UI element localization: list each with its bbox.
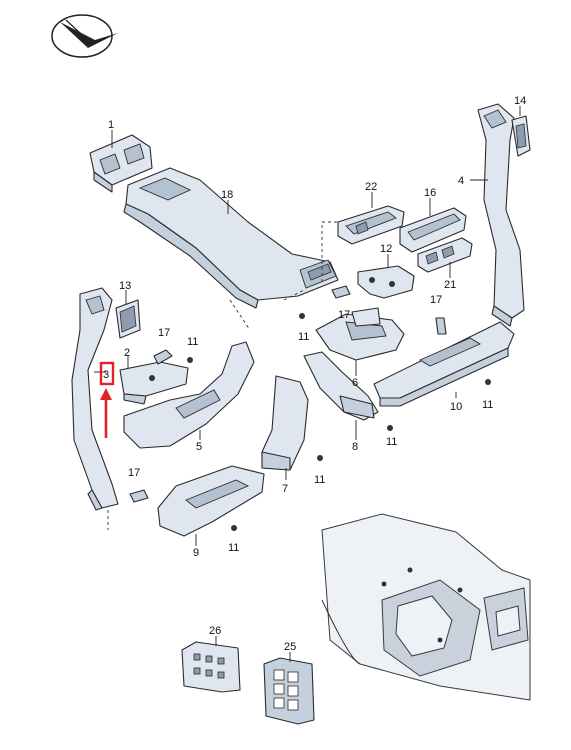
callout-7: 7 [282,483,288,495]
callout-25: 25 [284,641,296,653]
part-25-grille [263,657,315,725]
part-8-duct [303,351,379,421]
vehicle-body-section [321,513,531,701]
callout-16: 16 [424,187,436,199]
part-3-highlight [99,361,115,438]
part-22-vent [337,205,405,245]
part-2-bracket [119,361,189,405]
part-9-floor-duct [157,465,265,537]
callout-1: 1 [108,119,114,131]
callout-21: 21 [444,279,456,291]
callout-17-right: 17 [430,294,442,306]
callout-17-mid: 17 [338,309,350,321]
callout-17-left: 17 [158,327,170,339]
callout-18: 18 [221,189,233,201]
callout-12: 12 [380,243,392,255]
callout-11-e: 11 [314,474,325,486]
callout-26: 26 [209,625,221,637]
part-16-vent [399,207,467,253]
callout-8: 8 [352,441,358,453]
part-10-floor-duct [373,321,515,407]
clip-set [129,285,447,503]
assembly-dash-lines [107,221,340,530]
part-5-duct [123,341,255,449]
callout-11-a: 11 [298,331,309,343]
callout-11-b: 11 [187,336,198,348]
part-4-vertical-duct [477,103,525,327]
callout-13: 13 [119,280,131,292]
callout-5: 5 [196,441,202,453]
part-1-connector [89,134,153,193]
part-7-duct [261,375,309,471]
callout-labels: 1 18 22 16 14 4 12 21 13 17 17 17 17 11 … [103,95,526,653]
callout-3: 3 [103,369,109,381]
screw-set [187,313,491,531]
part-3-left-duct [71,287,119,511]
part-21-vent [417,237,473,273]
part-26-grille [181,641,241,693]
part-12-bracket [357,265,415,299]
callout-2: 2 [124,347,130,359]
callout-14: 14 [514,95,526,107]
callout-11-f: 11 [228,542,239,554]
leader-lines [94,106,521,662]
part-18-central-duct [123,167,339,309]
part-14-vent [511,115,531,157]
callout-17-lower: 17 [128,467,140,479]
callout-11-d: 11 [386,436,397,448]
callout-4: 4 [458,175,464,187]
part-13-vent [115,299,141,339]
brand-logo [51,14,118,58]
part-6-duct [315,307,405,361]
callout-10: 10 [450,401,462,413]
callout-11-c: 11 [482,399,493,411]
callout-6: 6 [352,377,358,389]
callout-9: 9 [193,547,199,559]
callout-22: 22 [365,181,377,193]
